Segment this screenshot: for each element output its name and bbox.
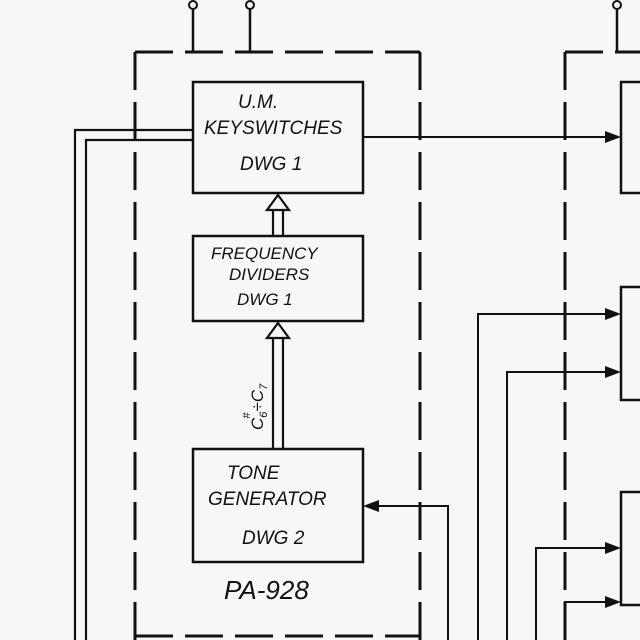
arrowhead — [605, 542, 621, 554]
arrowhead — [605, 131, 621, 143]
tone-generator-line1: TONE — [227, 463, 280, 484]
tone-generator-input-line — [363, 500, 449, 640]
dividers-ref: DWG 1 — [237, 290, 293, 309]
left-bus — [73, 128, 193, 640]
frequency-dividers-block — [191, 234, 365, 323]
dividers-line2: DIVIDERS — [229, 265, 310, 284]
board-outline — [133, 50, 422, 640]
dividers-line1: FREQUENCY — [211, 244, 319, 263]
arrowhead — [605, 308, 621, 320]
terminal — [612, 0, 622, 10]
right-block-top — [619, 80, 640, 195]
terminal — [188, 0, 198, 10]
note-range-label: C6#÷C7 — [241, 383, 270, 430]
tone-generator-block — [191, 447, 365, 564]
arrowhead — [605, 366, 621, 378]
board-label: PA-928 — [224, 575, 309, 605]
right-block-middle — [619, 285, 640, 402]
keyswitches-line2: KEYSWITCHES — [204, 118, 343, 139]
tone-generator-line2: GENERATOR — [208, 489, 327, 510]
generator-to-dividers-arrow — [264, 321, 292, 449]
arrowhead — [363, 500, 379, 512]
keyswitches-output-line — [363, 131, 621, 143]
dividers-to-keyswitches-arrow — [264, 193, 292, 236]
keyswitches-ref: DWG 1 — [240, 154, 302, 175]
adjacent-board-outline — [563, 50, 640, 640]
keyswitches-line1: U.M. — [238, 92, 278, 113]
svg-text:C6#÷C7: C6#÷C7 — [241, 383, 270, 430]
terminal-group — [188, 0, 622, 52]
terminal — [245, 0, 255, 10]
right-middle-inputs — [477, 308, 621, 640]
right-bottom-inputs — [535, 542, 621, 640]
right-block-bottom — [619, 490, 640, 607]
tone-generator-ref: DWG 2 — [242, 528, 305, 549]
arrowhead — [605, 596, 621, 608]
